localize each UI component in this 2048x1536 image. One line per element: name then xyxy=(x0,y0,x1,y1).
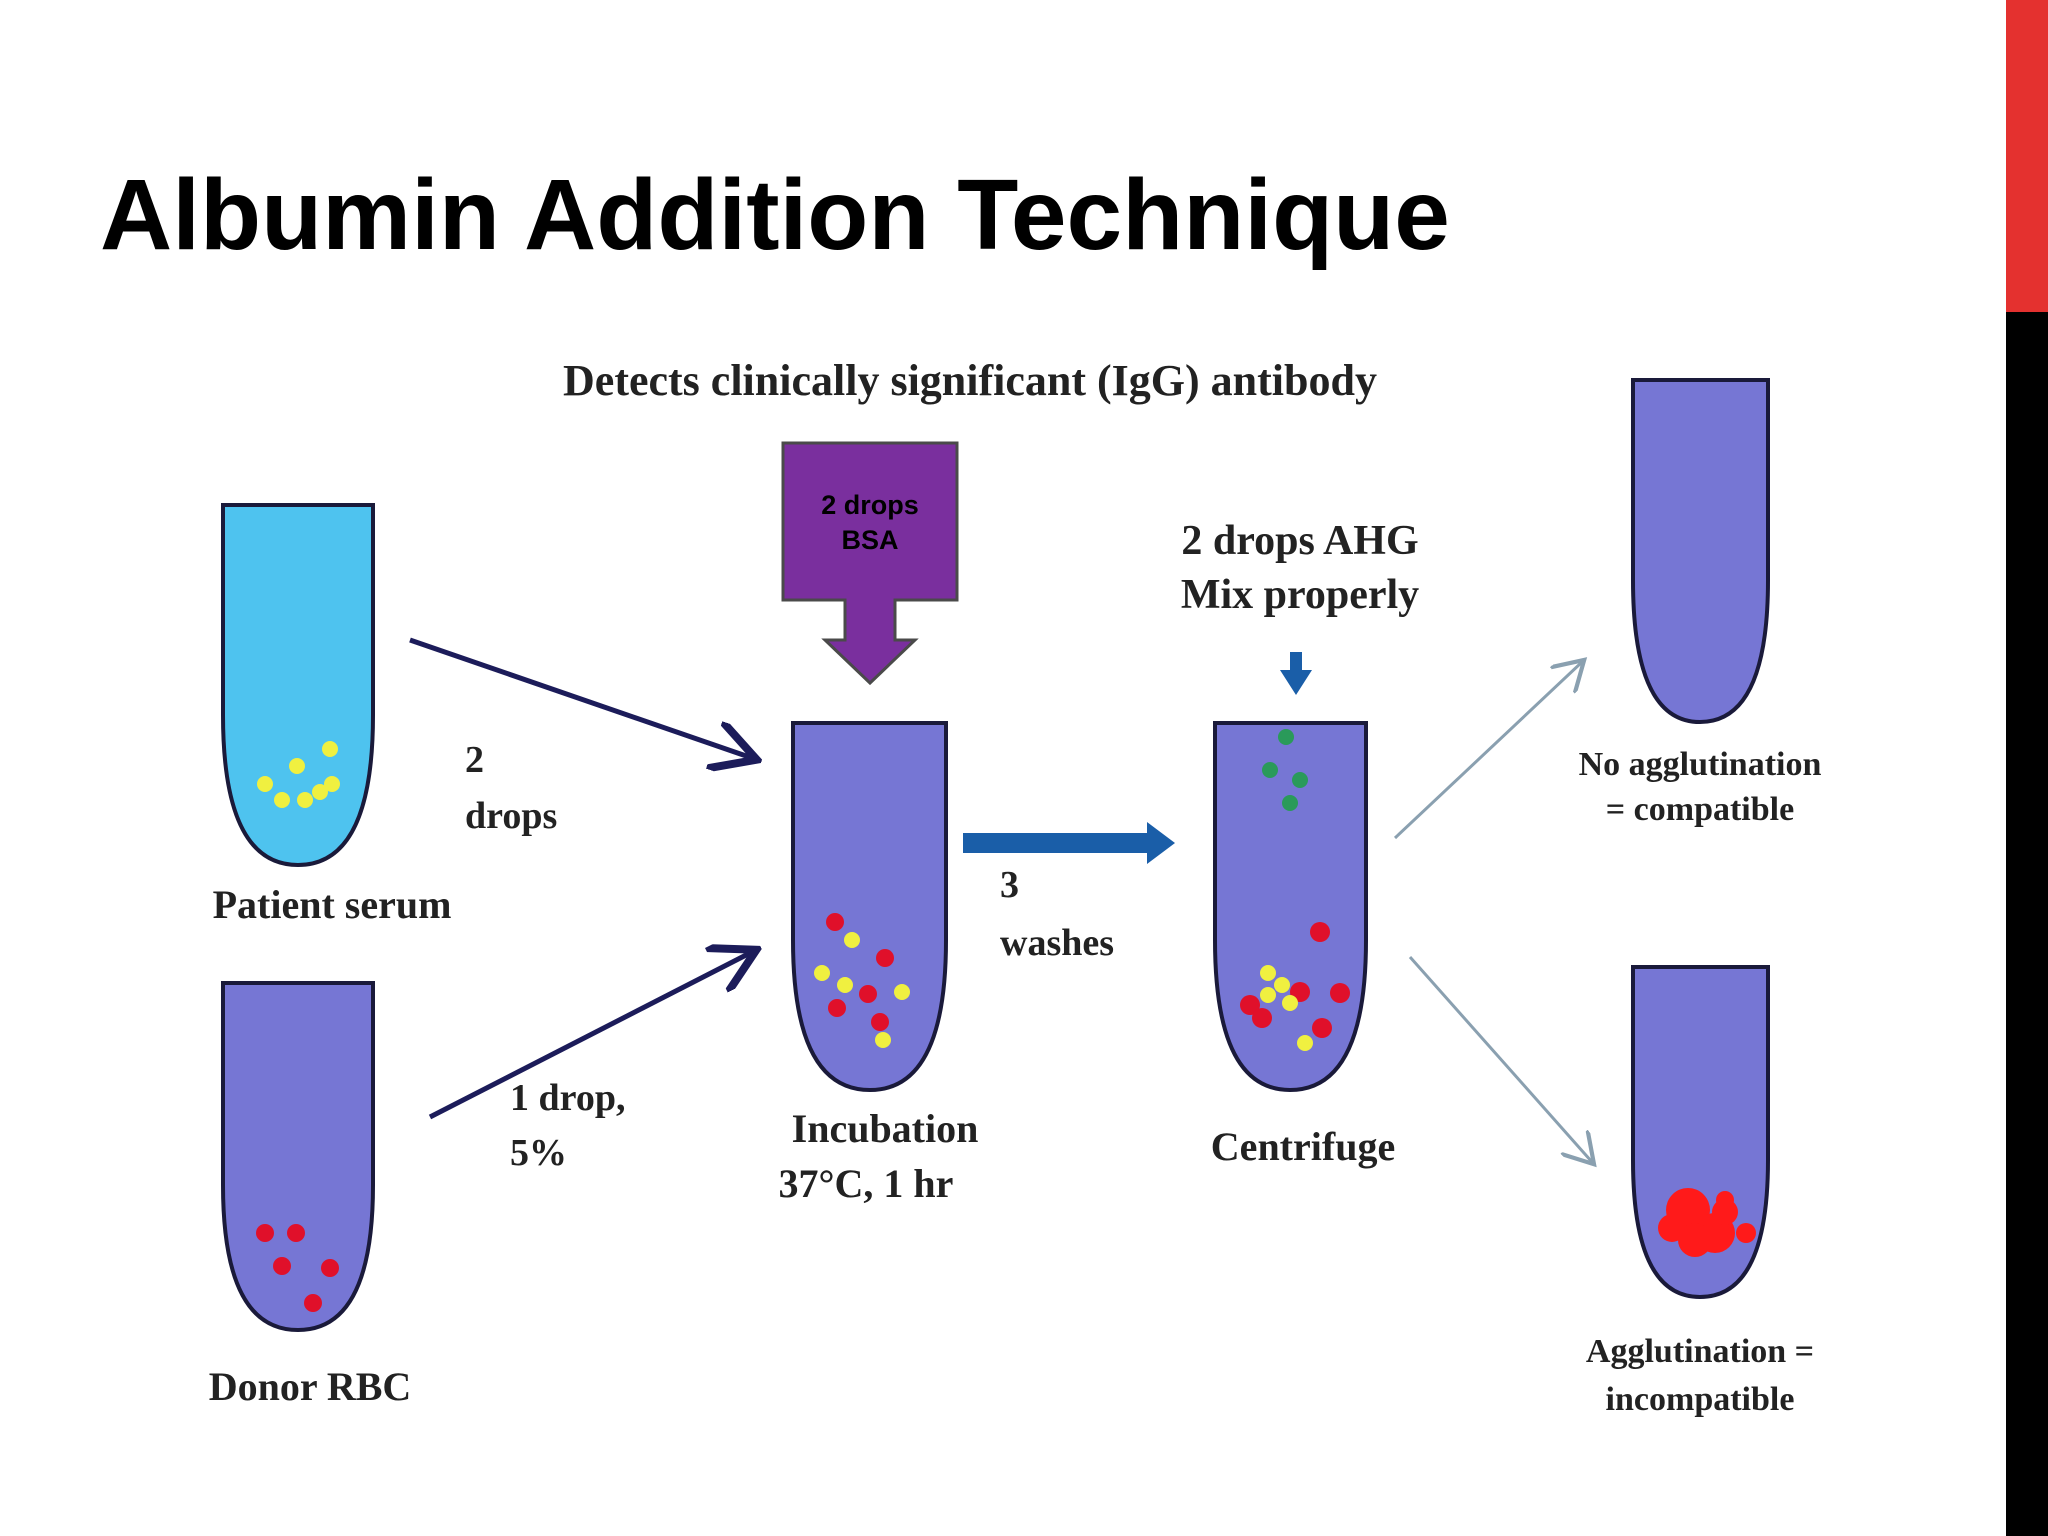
incompatible-label-2: incompatible xyxy=(1606,1381,1795,1418)
rbc-drop-label-2: 5% xyxy=(510,1132,567,1174)
incubation-label-2: 37°C, 1 hr xyxy=(779,1161,954,1206)
incubation-antibody-dots xyxy=(814,932,910,1048)
compatible-label-1: No agglutination xyxy=(1579,746,1822,783)
slide-edge-accent-red xyxy=(2006,0,2048,312)
incubation-label-1: Incubation xyxy=(792,1106,979,1151)
serum-antibody-dots xyxy=(257,741,340,808)
compatible-branch-arrow xyxy=(1393,662,1582,840)
bsa-down-arrow-box-icon xyxy=(781,441,959,686)
slide-title: Albumin Addition Technique xyxy=(100,159,1450,271)
ahg-label-2: Mix properly xyxy=(1181,572,1419,618)
bsa-label-1: 2 drops xyxy=(821,490,919,520)
incubation-tube xyxy=(791,721,948,1093)
compatible-result-tube xyxy=(1631,378,1770,725)
rbc-to-incubation-arrow xyxy=(428,952,752,1120)
incompatible-result-tube xyxy=(1631,965,1770,1300)
agglutinated-red-cells xyxy=(1658,1188,1756,1257)
wash-right-arrow-icon xyxy=(963,822,1175,864)
centrifuge-red-cells xyxy=(1240,922,1350,1038)
centrifuge-antibody-dots xyxy=(1260,965,1313,1051)
ahg-down-arrow-icon xyxy=(1280,652,1312,695)
ahg-label-1: 2 drops AHG xyxy=(1181,518,1418,564)
serum-drops-label-2: drops xyxy=(465,795,557,837)
patient-serum-tube xyxy=(221,503,375,868)
centrifuge-label: Centrifuge xyxy=(1211,1124,1395,1169)
donor-red-cells xyxy=(256,1224,339,1312)
rbc-drop-label-1: 1 drop, xyxy=(510,1077,625,1119)
bsa-label-2: BSA xyxy=(841,525,898,555)
serum-drops-label-1: 2 xyxy=(465,739,484,781)
incubation-red-cells xyxy=(826,913,894,1031)
diagram-heading: Detects clinically significant (IgG) ant… xyxy=(563,356,1377,405)
ahg-dots xyxy=(1262,729,1308,811)
washes-label-1: 3 xyxy=(1000,864,1019,906)
incompatible-label-1: Agglutination = xyxy=(1586,1333,1814,1370)
patient-serum-label: Patient serum xyxy=(213,882,452,927)
compatible-label-2: = compatible xyxy=(1606,791,1794,828)
slide-edge-accent-black xyxy=(2006,312,2048,1536)
serum-to-incubation-arrow xyxy=(409,637,752,758)
donor-rbc-label: Donor RBC xyxy=(209,1364,412,1409)
incompatible-branch-arrow xyxy=(1408,956,1592,1162)
washes-label-2: washes xyxy=(1000,922,1114,964)
donor-rbc-tube xyxy=(221,981,375,1333)
centrifuge-tube xyxy=(1213,721,1368,1093)
